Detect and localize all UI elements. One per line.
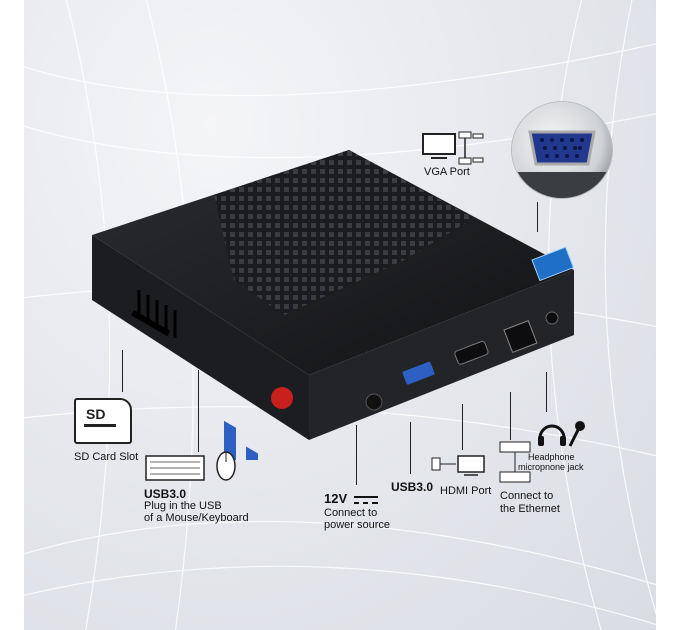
power-title: 12V <box>324 491 348 506</box>
mini-pc-device <box>92 150 575 460</box>
keyboard-mouse-icon <box>145 451 236 481</box>
headphone-pointer-line <box>546 372 547 412</box>
sd-card-icon: SD <box>74 398 132 444</box>
usb-left-line2: of a Mouse/Keyboard <box>144 512 249 524</box>
sd-pointer-line <box>122 350 123 392</box>
headphone-mic-icon <box>538 421 585 447</box>
hdmi-monitor-icon <box>431 455 485 476</box>
ethernet-line1: Connect to <box>500 490 554 502</box>
usb-left-pointer-line <box>198 370 199 452</box>
dc-symbol-icon <box>354 496 378 504</box>
usb-left-line1: Plug in the USB <box>144 500 222 512</box>
ethernet-line2: the Ethernet <box>500 503 560 515</box>
vga-pointer-line <box>537 202 538 232</box>
hdmi-pointer-line <box>462 404 463 450</box>
hdmi-label: HDMI Port <box>440 485 492 497</box>
usb-left-title: USB3.0 <box>144 487 187 501</box>
usb-mid-label: USB3.0 <box>391 480 434 494</box>
power-pointer-line <box>356 425 357 485</box>
headphone-line1: Headphone <box>528 452 575 462</box>
vga-port-label: VGA Port <box>424 166 470 178</box>
headphone-line2: micropnone jack <box>518 462 584 472</box>
power-line2: power source <box>324 519 391 531</box>
ethernet-pointer-line <box>510 392 511 440</box>
sd-card-label: SD Card Slot <box>74 451 139 463</box>
vga-port-zoom <box>512 102 612 198</box>
vga-monitor-icon <box>422 131 484 165</box>
power-line1: Connect to <box>324 507 378 519</box>
ethernet-icon <box>499 441 531 483</box>
usb-mid-pointer-line <box>410 422 411 474</box>
product-image: VGA Port SD SD Card Slot USB3.0 Plug in … <box>24 0 656 630</box>
